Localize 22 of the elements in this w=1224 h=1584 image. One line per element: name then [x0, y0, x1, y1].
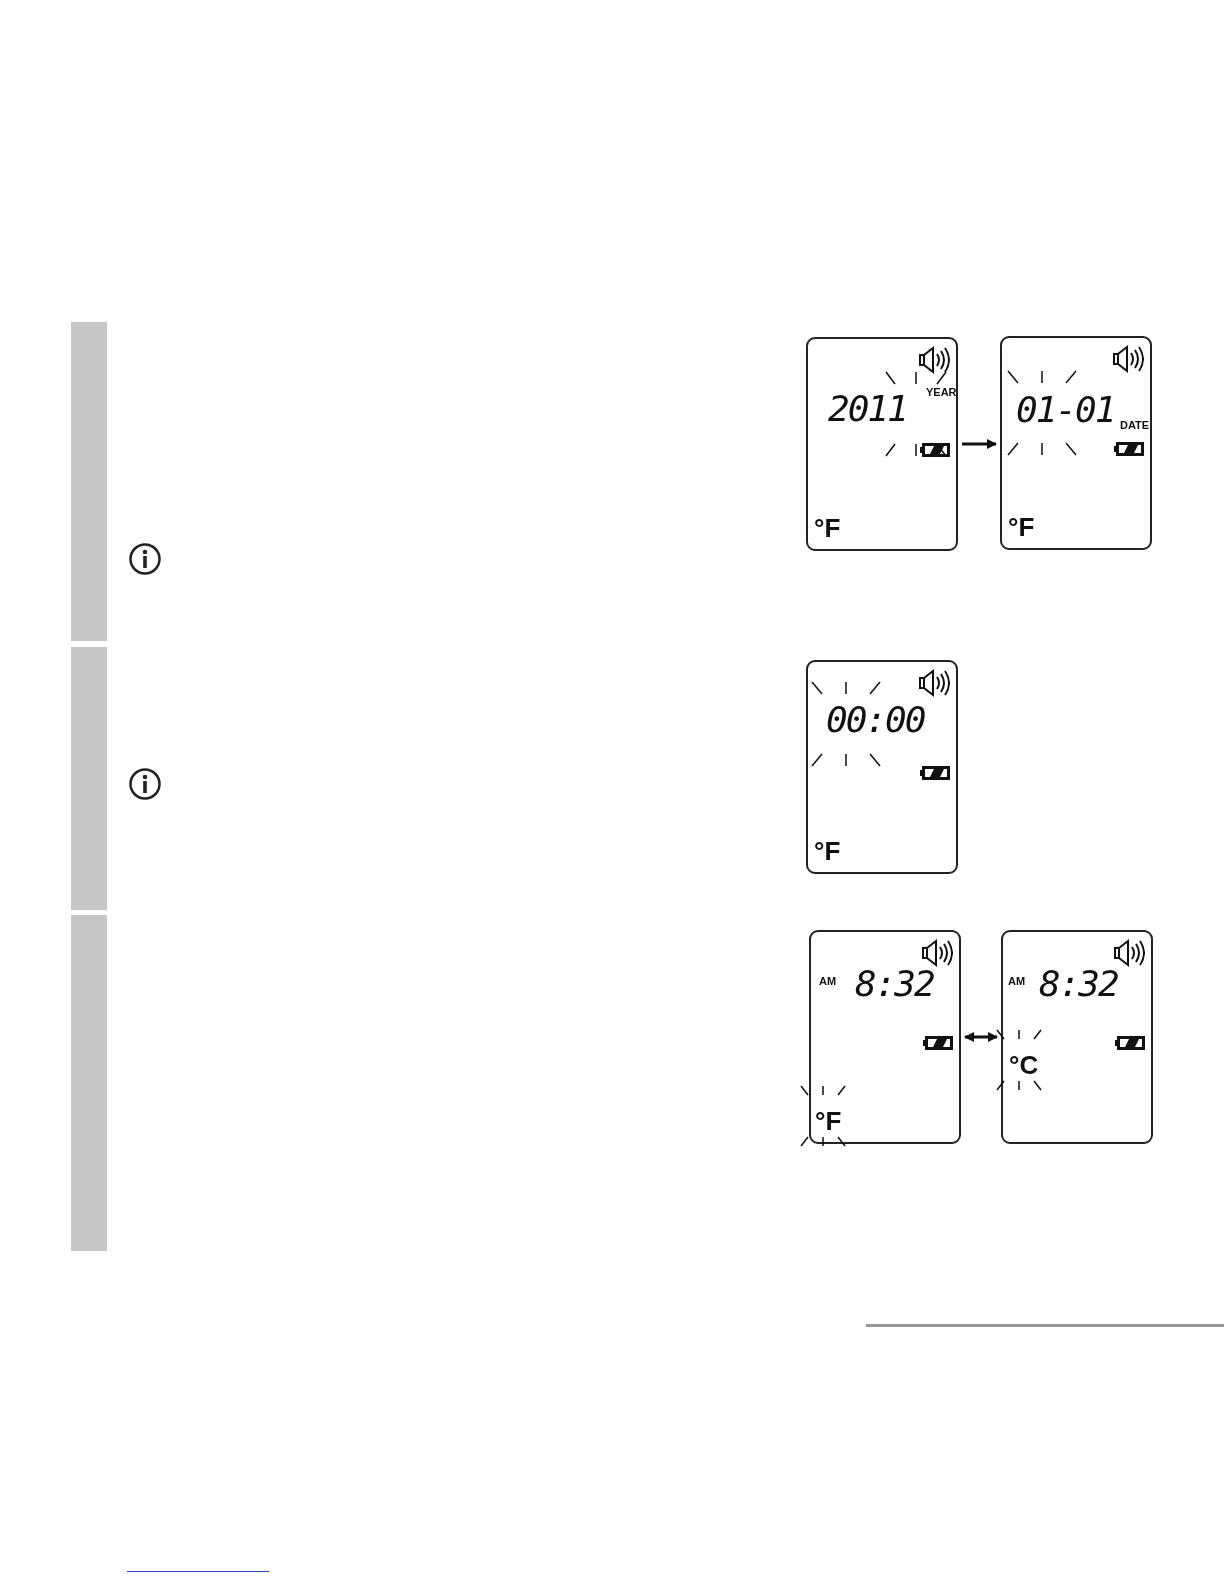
arrow: [964, 1032, 998, 1042]
lcd-digits: 8:32: [855, 966, 934, 1002]
lcd-screen: [1000, 336, 1152, 550]
lcd-indicator: YEAR: [926, 387, 957, 398]
lcd-digits: 2011: [828, 391, 907, 427]
temperature-unit: °C: [1009, 1052, 1039, 1078]
lcd-digits: 01-01: [1016, 392, 1115, 428]
lcd-screen: [806, 660, 958, 874]
lcd-indicator: AM: [819, 976, 837, 987]
temperature-unit: °F: [814, 838, 841, 864]
temperature-unit: °F: [814, 515, 841, 541]
side-tab: [71, 322, 107, 641]
side-tab: [71, 647, 107, 910]
lcd-digits: 8:32: [1039, 966, 1118, 1002]
lcd-digits: 00:00: [826, 702, 925, 738]
arrow: [962, 439, 997, 449]
lcd-indicator: DATE: [1120, 420, 1150, 431]
lcd-indicator: AM: [1008, 976, 1026, 987]
temperature-unit: °F: [1008, 514, 1035, 540]
lcd-screen: [806, 337, 958, 551]
side-tab: [71, 915, 107, 1251]
temperature-unit: °F: [815, 1108, 842, 1134]
